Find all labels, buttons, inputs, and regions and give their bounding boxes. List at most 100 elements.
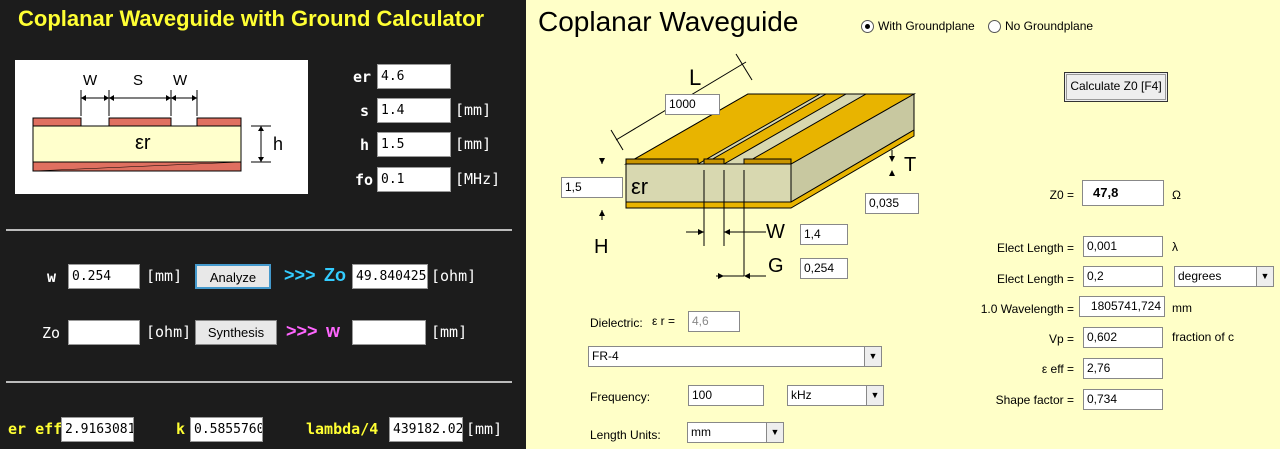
chevron-down-icon[interactable]: ▼ (864, 347, 881, 366)
eeff-output: 2,76 (1083, 358, 1163, 379)
diagram-L-value[interactable]: 1000 (665, 94, 720, 115)
param-h-input[interactable]: 1.5 (377, 132, 451, 157)
divider-1 (6, 229, 512, 231)
param-h-label: h (360, 136, 370, 154)
param-er-label: er (353, 68, 372, 86)
left-ground-strip (32, 117, 82, 127)
length-units-value: mm (691, 425, 711, 439)
diagram-G-value[interactable]: 0,254 (800, 258, 848, 279)
radio-no-dot[interactable] (988, 19, 1001, 33)
length-units-label: Length Units: (590, 428, 661, 442)
z0-label: Z0 = (1049, 188, 1074, 202)
frequency-unit-select[interactable]: kHz ▼ (787, 385, 884, 406)
dielectric-label: Dielectric: (590, 316, 643, 330)
eeff-label: ε eff = (1041, 362, 1074, 376)
synthesis-zo-unit: [ohm] (146, 323, 192, 341)
analyze-zo-unit: [ohm] (431, 267, 477, 285)
radio-no-groundplane[interactable]: No Groundplane (988, 19, 1093, 33)
analyze-w-label: w (47, 268, 57, 286)
param-s-input[interactable]: 1.4 (377, 98, 451, 123)
diagram-h-label: h (273, 134, 284, 154)
synthesis-w-unit: [mm] (431, 323, 468, 341)
radio-no-label: No Groundplane (1005, 19, 1094, 33)
radio-with-groundplane[interactable]: With Groundplane (861, 19, 975, 33)
param-fo-label: fo (355, 171, 374, 189)
elect-length-unit-select[interactable]: degrees ▼ (1174, 266, 1274, 287)
analyze-button[interactable]: Analyze (195, 264, 271, 289)
diagram-s-label: S (133, 72, 144, 89)
frequency-label: Frequency: (590, 390, 651, 404)
lambda-unit: [mm] (466, 420, 503, 438)
shape-factor-output: 0,734 (1083, 389, 1163, 410)
diagram-T-label: T (904, 154, 917, 176)
wavelength-unit: mm (1172, 301, 1192, 315)
analyze-w-input[interactable]: 0.254 (68, 264, 140, 289)
ereff-output: 2.9163081 (61, 417, 134, 442)
length-units-select[interactable]: mm ▼ (687, 422, 784, 443)
center-strip (108, 117, 172, 127)
right-ground-strip (196, 117, 242, 127)
dielectric-layer (32, 125, 242, 163)
diagram-er-label: εr (135, 132, 151, 154)
material-select[interactable]: FR-4 ▼ (588, 346, 882, 367)
synthesis-button[interactable]: Synthesis (195, 320, 277, 345)
diagram-H-value[interactable]: 1,5 (561, 177, 623, 198)
diagram-w2-label: W (173, 72, 188, 89)
synthesis-zo-label: Zo (42, 324, 61, 342)
frequency-input[interactable]: 100 (688, 385, 764, 406)
diagram-H-label: H (594, 236, 609, 258)
elect-length-label-1: Elect Length = (996, 241, 1074, 255)
chevron-down-icon[interactable]: ▼ (866, 386, 883, 405)
k-label: k (176, 420, 186, 438)
left-calculator-panel: Coplanar Waveguide with Ground Calculato… (0, 0, 526, 449)
right-title: Coplanar Waveguide (538, 6, 799, 37)
radio-with-label: With Groundplane (878, 19, 975, 33)
param-fo-input[interactable]: 0.1 (377, 167, 451, 192)
diagram-W-value[interactable]: 1,4 (800, 224, 848, 245)
elect-length-unit-1: λ (1172, 240, 1178, 254)
er-small-label: ε r = (652, 314, 676, 328)
er-value-field: 4,6 (688, 311, 740, 332)
param-er-input[interactable]: 4.6 (377, 64, 451, 89)
elect-length-output-2: 0,2 (1083, 266, 1163, 287)
chevron-down-icon[interactable]: ▼ (766, 423, 783, 442)
analyze-arrows: >>> (284, 265, 316, 285)
material-value: FR-4 (592, 349, 619, 363)
synthesis-arrows: >>> (286, 321, 318, 341)
analyze-w-unit: [mm] (146, 267, 183, 285)
diagram-T-value[interactable]: 0,035 (865, 193, 919, 214)
wavelength-label: 1.0 Wavelength = (980, 302, 1074, 316)
z0-output: 47,8 (1082, 180, 1164, 206)
cross-section-diagram: W S W εr h (15, 60, 308, 194)
lambda-output: 439182.02 (389, 417, 463, 442)
right-calculator-panel: Coplanar Waveguide With Groundplane No G… (526, 0, 1280, 449)
synthesis-zo-input[interactable] (68, 320, 140, 345)
diagram-L-label: L (689, 65, 702, 90)
analyze-zo-output: 49.840425 (352, 264, 428, 289)
left-title: Coplanar Waveguide with Ground Calculato… (18, 6, 485, 31)
param-s-unit: [mm] (455, 101, 492, 119)
waveguide-3d-diagram (599, 53, 916, 279)
param-s-label: s (360, 102, 370, 120)
divider-2 (6, 381, 512, 383)
shape-factor-label: Shape factor = (995, 393, 1074, 407)
z0-unit: Ω (1172, 188, 1181, 202)
chevron-down-icon[interactable]: ▼ (1256, 267, 1273, 286)
radio-with-dot[interactable] (861, 19, 874, 33)
synthesis-w-label: w (326, 321, 341, 341)
lambda-label: lambda/4 (306, 420, 379, 438)
diagram-G-label: G (768, 255, 784, 277)
param-h-unit: [mm] (455, 135, 492, 153)
wavelength-output: 1805741,724 (1079, 296, 1165, 317)
vp-label: Vp = (1048, 332, 1074, 346)
param-fo-unit: [MHz] (455, 170, 501, 188)
elect-length-label-2: Elect Length = (996, 272, 1074, 286)
k-output: 0.5855760 (190, 417, 263, 442)
cross-section-svg (32, 90, 271, 172)
diagram-W-label: W (766, 221, 785, 243)
elect-length-unit-value: degrees (1178, 269, 1222, 283)
vp-unit: fraction of c (1172, 330, 1235, 344)
frequency-unit-value: kHz (791, 388, 812, 402)
analyze-zo-label: Zo (324, 265, 346, 285)
calculate-z0-button[interactable]: Calculate Z0 [F4] (1064, 72, 1168, 102)
